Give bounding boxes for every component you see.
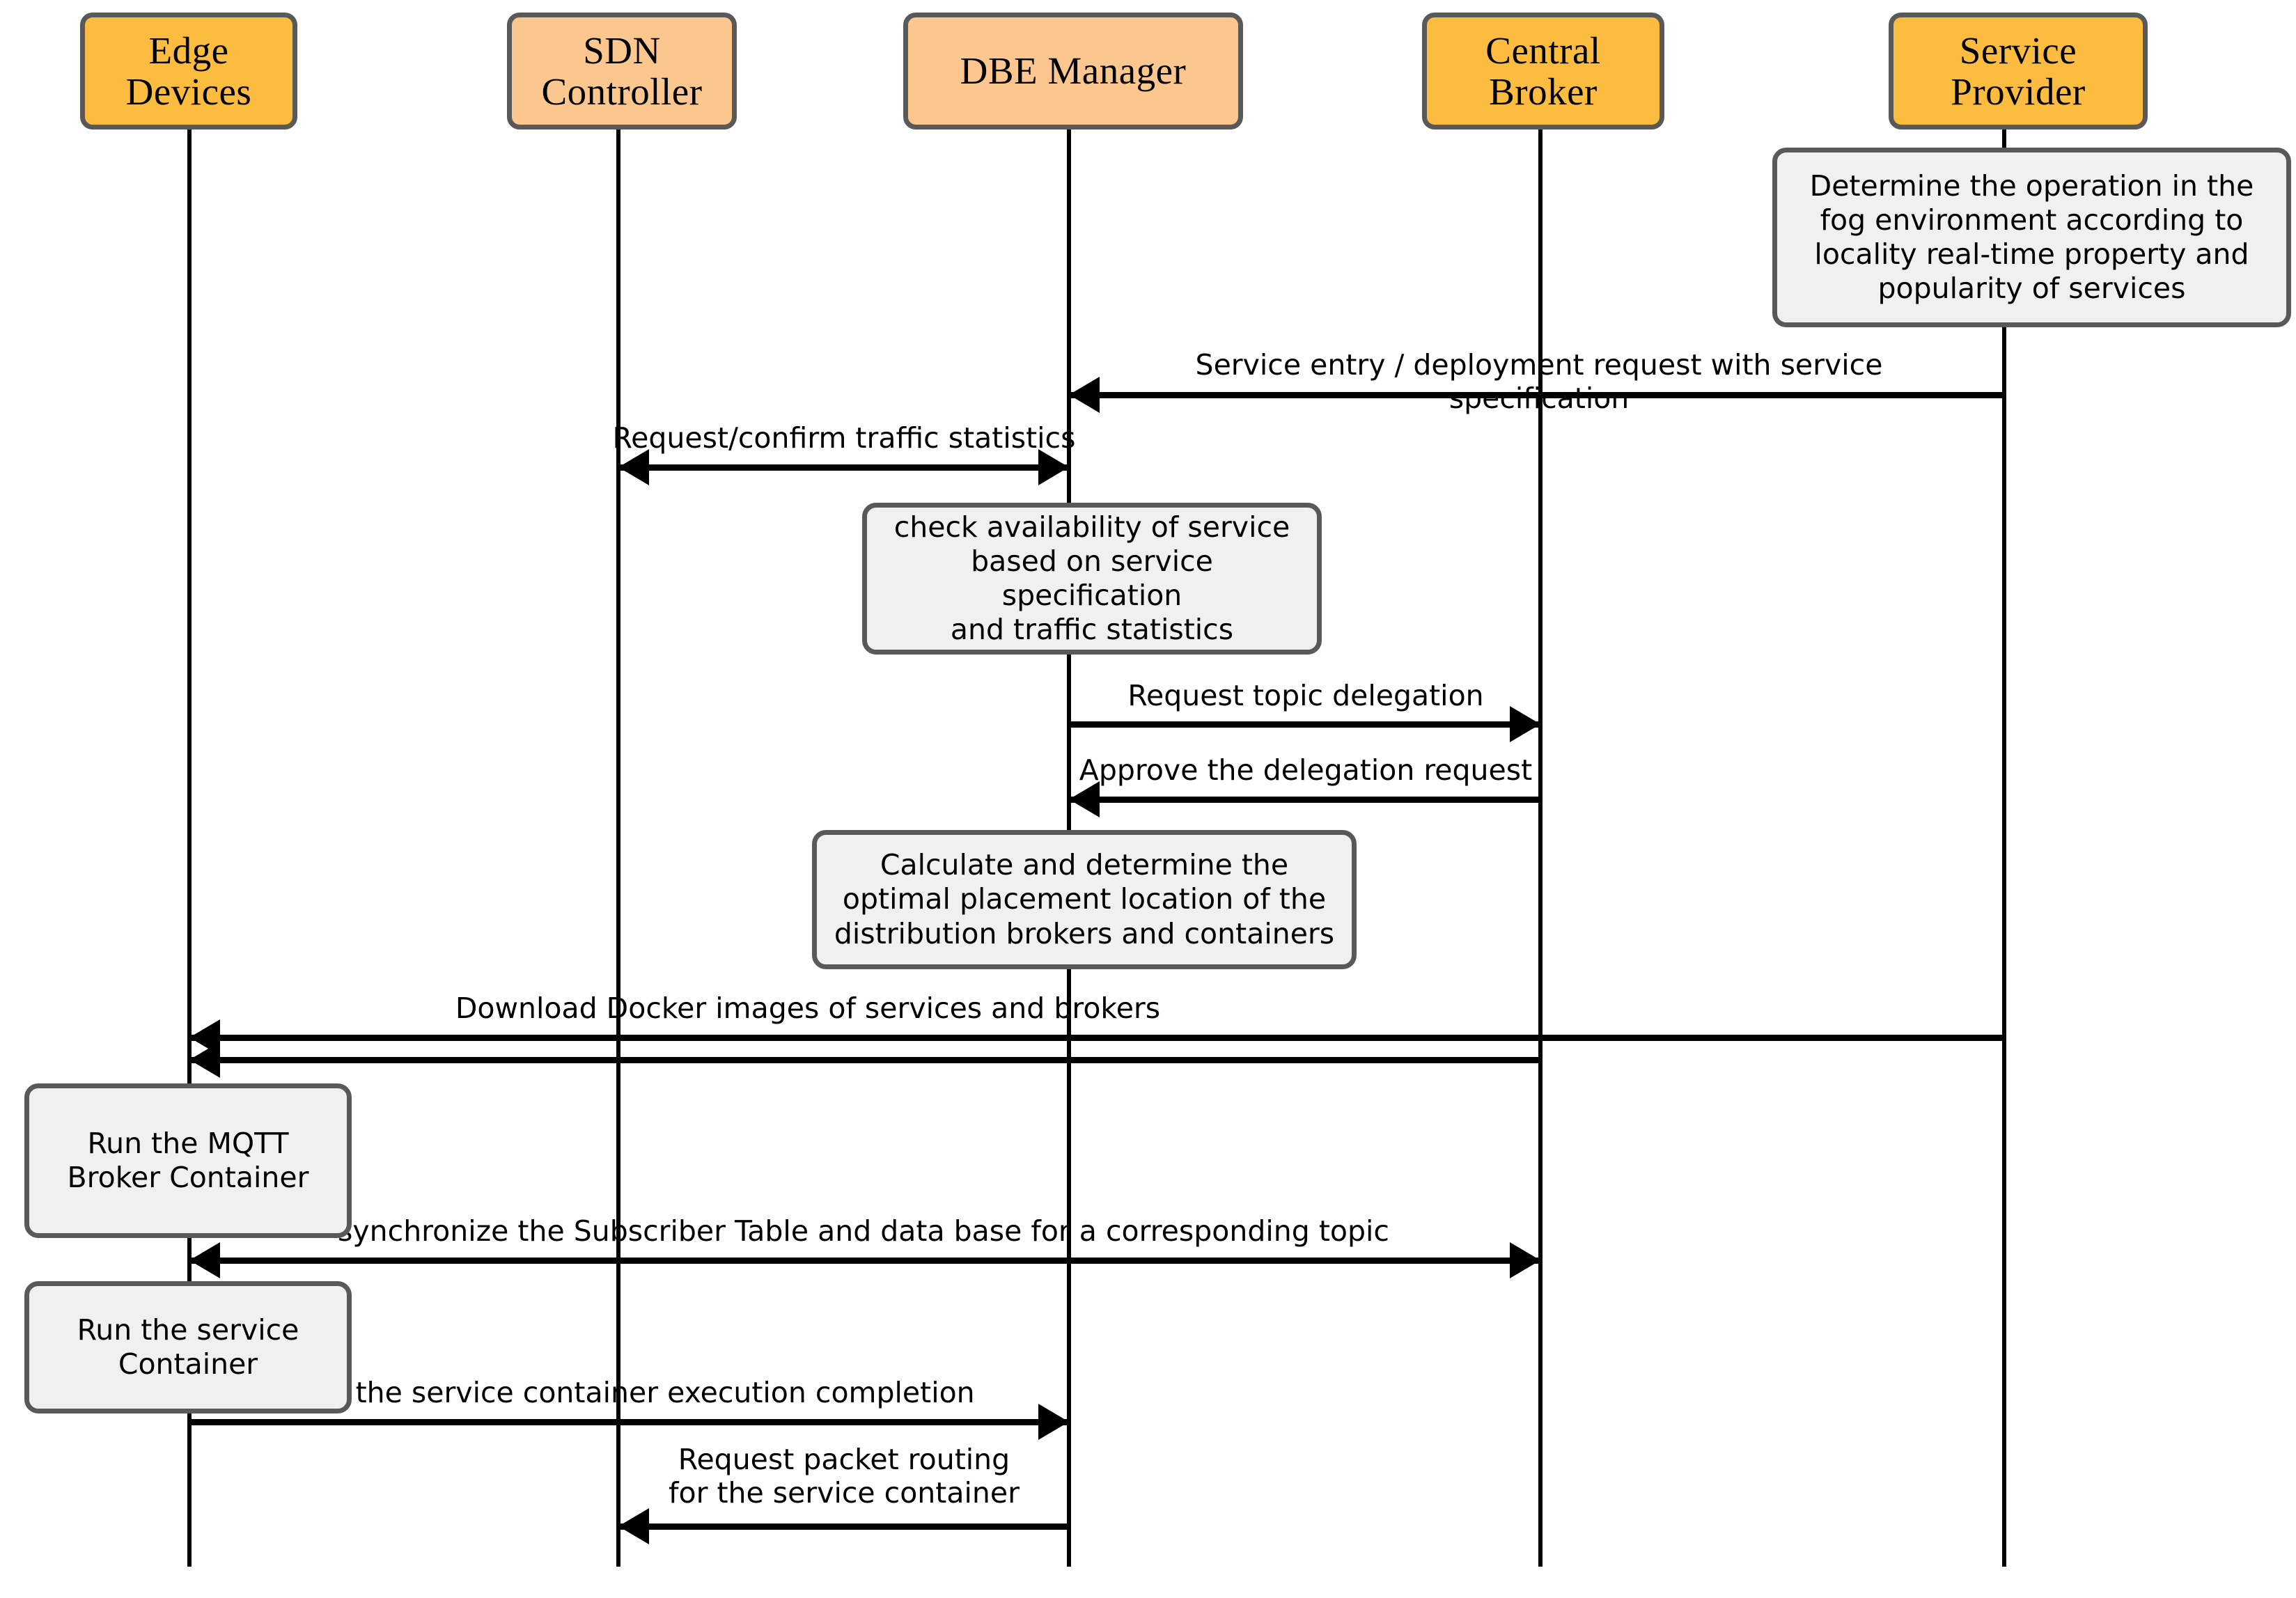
note-check-availability[interactable]: check availability of service based on s… [862,503,1322,655]
message-label-msg-request-packet-routing: Request packet routing for the service c… [669,1443,1020,1510]
message-line-msg-synchronize-subscriber-table [189,1258,1540,1264]
message-label-msg-download-docker-images: Download Docker images of services and b… [455,992,1161,1025]
actor-box-broker[interactable]: Central Broker [1422,13,1664,130]
actor-label-provider: Service Provider [1951,29,2086,113]
message-label-msg-notify-execution-completion: Notify the service container execution c… [262,1376,975,1409]
arrowhead-left-icon [618,1508,649,1544]
note-determine-operation-text: Determine the operation in the fog envir… [1809,169,2254,306]
message-label-msg-service-entry: Service entry / deployment request with … [1195,348,1883,416]
arrowhead-left-icon [1069,377,1100,413]
arrowhead-right-icon [1038,449,1069,485]
message-line-msg-service-entry [1069,392,2004,398]
note-calculate-placement-text: Calculate and determine the optimal plac… [834,848,1335,950]
message-line-msg-approve-delegation [1069,797,1540,803]
actor-label-edge: Edge Devices [125,29,252,113]
note-determine-operation[interactable]: Determine the operation in the fog envir… [1772,148,2291,327]
note-run-mqtt-broker[interactable]: Run the MQTT Broker Container [24,1083,352,1238]
note-run-service-container-text: Run the service Container [77,1313,299,1381]
message-line-msg-download-docker-images [189,1035,2004,1041]
message-line-msg-request-topic-delegation [1069,721,1540,728]
message-line-msg-download-docker-images-broker [189,1057,1540,1063]
message-label-msg-synchronize-subscriber-table: synchronize the Subscriber Table and dat… [338,1214,1389,1248]
message-line-msg-traffic-statistics [618,464,1069,471]
actor-label-dbe: DBE Manager [960,49,1187,93]
message-label-msg-request-topic-delegation: Request topic delegation [1127,679,1484,712]
note-run-service-container[interactable]: Run the service Container [24,1281,352,1413]
arrowhead-left-icon [189,1242,220,1278]
message-label-msg-approve-delegation: Approve the delegation request [1079,753,1533,787]
lifeline-provider [2002,130,2006,1567]
arrowhead-right-icon [1038,1404,1069,1440]
actor-label-sdn: SDN Controller [541,29,703,113]
actor-box-sdn[interactable]: SDN Controller [507,13,737,130]
actor-label-broker: Central Broker [1485,29,1601,113]
arrowhead-left-icon [1069,781,1100,817]
note-run-mqtt-broker-text: Run the MQTT Broker Container [67,1126,309,1194]
note-check-availability-text: check availability of service based on s… [893,510,1290,647]
arrowhead-left-icon [618,449,649,485]
arrowhead-right-icon [1510,1242,1540,1278]
message-line-msg-notify-execution-completion [189,1419,1069,1425]
actor-box-dbe[interactable]: DBE Manager [903,13,1243,130]
message-label-msg-traffic-statistics: Request/confirm traffic statistics [612,421,1076,455]
lifeline-edge [187,130,192,1567]
lifeline-broker [1538,130,1543,1567]
arrowhead-left-icon [189,1042,220,1078]
note-calculate-placement[interactable]: Calculate and determine the optimal plac… [812,830,1357,969]
message-line-msg-request-packet-routing [618,1523,1069,1530]
arrowhead-right-icon [1510,706,1540,742]
lifeline-sdn [616,130,620,1567]
actor-box-provider[interactable]: Service Provider [1889,13,2148,130]
actor-box-edge[interactable]: Edge Devices [80,13,297,130]
